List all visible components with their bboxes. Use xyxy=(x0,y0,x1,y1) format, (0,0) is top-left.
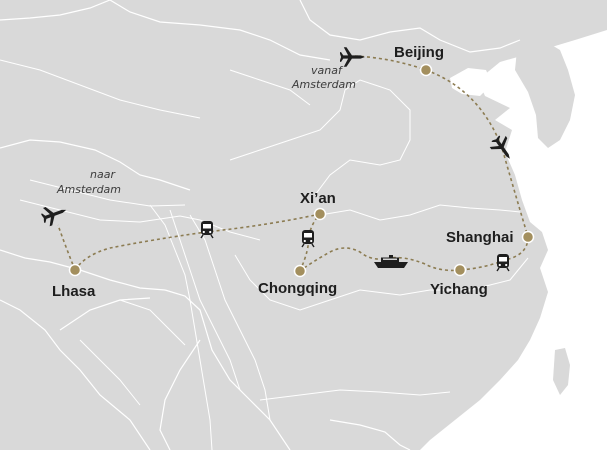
city-dot-lhasa xyxy=(68,263,82,277)
route-yichang-chongqing xyxy=(299,247,461,272)
train-icon xyxy=(200,220,214,239)
rivers xyxy=(0,59,529,450)
city-dot-xian xyxy=(313,207,327,221)
city-label-shanghai: Shanghai xyxy=(446,229,514,246)
city-dot-yichang xyxy=(453,263,467,277)
train-icon xyxy=(301,229,315,248)
route-shanghai-yichang xyxy=(459,236,529,271)
city-label-lhasa: Lhasa xyxy=(52,283,96,300)
route-xian-lhasa xyxy=(74,213,321,271)
city-dot-shanghai xyxy=(521,230,535,244)
borders xyxy=(0,0,521,450)
city-label-xian: Xi’an xyxy=(300,190,336,207)
city-label-chongqing: Chongqing xyxy=(258,280,337,297)
city-dots xyxy=(68,63,535,278)
city-label-yichang: Yichang xyxy=(430,281,488,298)
train-icon xyxy=(496,253,510,272)
taiwan-island xyxy=(553,348,570,395)
korean-peninsula xyxy=(515,38,575,148)
city-label-beijing: Beijing xyxy=(394,44,444,61)
bohai-sea xyxy=(450,68,492,96)
sea xyxy=(420,0,607,450)
route-chongqing-xian xyxy=(299,213,321,272)
plane-icon xyxy=(38,200,70,228)
route-beijing-shanghai xyxy=(425,69,529,238)
note-to-line1: naar xyxy=(90,168,116,181)
route-lhasa-amsterdam xyxy=(57,224,76,271)
note-from-line2: Amsterdam xyxy=(291,78,356,91)
city-dot-chongqing xyxy=(293,264,307,278)
note-from-line1: vanaf xyxy=(311,64,344,77)
city-dot-beijing xyxy=(419,63,433,77)
boat-icon xyxy=(374,255,408,268)
plane-icon xyxy=(340,47,365,67)
note-to-line2: Amsterdam xyxy=(56,183,121,196)
